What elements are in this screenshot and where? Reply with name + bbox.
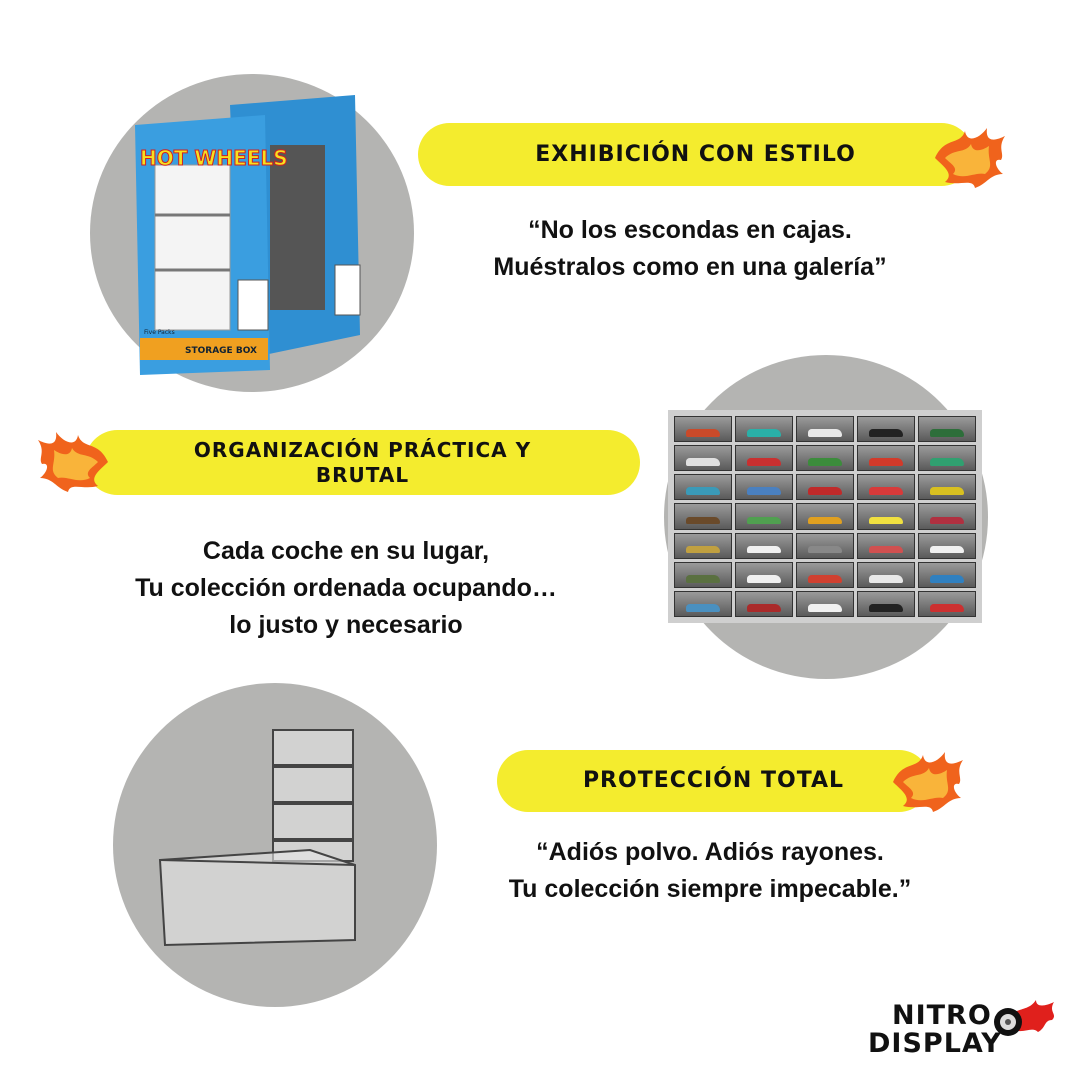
- toy-car: [747, 545, 781, 554]
- logo-line-2: DISPLAY: [868, 1028, 1002, 1059]
- flame-icon: [935, 128, 1005, 188]
- rack-slot: [857, 590, 915, 617]
- text-line: Tu colección ordenada ocupando…: [135, 574, 557, 602]
- rack-slot: [735, 532, 793, 559]
- toy-car: [686, 458, 720, 466]
- toy-car: [930, 574, 964, 583]
- toy-car: [869, 516, 903, 525]
- toy-car: [930, 429, 964, 437]
- title-line: ORGANIZACIÓN PRÁCTICA Y: [193, 437, 532, 462]
- rack-slot: [796, 561, 854, 588]
- rack-slot: [674, 590, 732, 617]
- rack-slot: [918, 590, 976, 617]
- rack-slot: [796, 532, 854, 559]
- rack-slot: [735, 590, 793, 617]
- quote-line: “No los escondas en cajas.: [528, 216, 852, 244]
- text-line: Cada coche en su lugar,: [202, 537, 490, 565]
- toy-car: [686, 516, 720, 525]
- storage-boxes-image: STORAGE BOX Five Packs HOT WHEELS: [135, 95, 361, 375]
- toy-car: [686, 487, 720, 496]
- toy-car: [930, 458, 964, 466]
- toy-car: [686, 574, 720, 583]
- section-text-2: Cada coche en su lugar, Tu colección ord…: [86, 533, 606, 644]
- rack-slot: [857, 503, 915, 530]
- rack-slot: [735, 474, 793, 501]
- flaming-tire-icon: [994, 1000, 1054, 1036]
- toy-car: [869, 574, 903, 583]
- rack-slot: [918, 532, 976, 559]
- rack-slot: [735, 561, 793, 588]
- rack-slot: [735, 445, 793, 472]
- quote-line: Muéstralos como en una galería”: [493, 253, 887, 281]
- toy-car: [747, 458, 781, 466]
- section-title-organizacion: ORGANIZACIÓN PRÁCTICA Y BRUTAL: [85, 430, 640, 495]
- toy-car: [869, 487, 903, 496]
- acrylic-cases-image: [158, 729, 356, 947]
- rack-slot: [674, 474, 732, 501]
- logo-line-1: NITRO: [892, 1000, 992, 1031]
- rack-slot: [674, 416, 732, 443]
- toy-car: [869, 458, 903, 466]
- flame-icon: [38, 432, 108, 492]
- text-line: lo justo y necesario: [229, 611, 463, 639]
- quote-line: Tu colección siempre impecable.”: [508, 875, 912, 903]
- section-quote-1: “No los escondas en cajas. Muéstralos co…: [430, 212, 950, 286]
- toy-car: [747, 516, 781, 525]
- toy-car: [808, 516, 842, 525]
- rack-slot: [918, 503, 976, 530]
- quote-line: “Adiós polvo. Adiós rayones.: [536, 838, 884, 866]
- rack-slot: [735, 503, 793, 530]
- rack-slot: [918, 561, 976, 588]
- section-quote-3: “Adiós polvo. Adiós rayones. Tu colecció…: [450, 834, 970, 908]
- rack-slot: [796, 416, 854, 443]
- rack-slot: [674, 561, 732, 588]
- toy-car: [808, 545, 842, 554]
- toy-car: [747, 429, 781, 437]
- rack-slot: [918, 445, 976, 472]
- toy-car: [747, 603, 781, 612]
- section-title-exhibicion: EXHIBICIÓN CON ESTILO: [418, 123, 973, 186]
- toy-car: [686, 603, 720, 612]
- toy-car: [869, 545, 903, 554]
- toy-car: [686, 545, 720, 554]
- rack-slot: [674, 532, 732, 559]
- toy-car: [808, 603, 842, 612]
- toy-car: [869, 603, 903, 612]
- toy-car: [930, 603, 964, 612]
- toy-car: [930, 516, 964, 525]
- rack-slot: [796, 474, 854, 501]
- rack-slot: [796, 590, 854, 617]
- storage-box-label: STORAGE BOX: [185, 346, 257, 356]
- rack-slot: [735, 416, 793, 443]
- flame-icon: [893, 752, 963, 812]
- nitro-display-logo: NITRO DISPLAY: [866, 998, 1066, 1064]
- display-rack-image: [668, 410, 982, 623]
- hot-wheels-logo: HOT WHEELS: [140, 146, 288, 170]
- toy-car: [869, 429, 903, 437]
- toy-car: [808, 487, 842, 496]
- toy-car: [808, 574, 842, 583]
- rack-slot: [918, 416, 976, 443]
- toy-car: [747, 574, 781, 583]
- rack-slot: [674, 445, 732, 472]
- rack-slot: [918, 474, 976, 501]
- title-line: BRUTAL: [315, 462, 410, 487]
- rack-slot: [857, 532, 915, 559]
- toy-car: [930, 487, 964, 496]
- toy-car: [808, 429, 842, 437]
- toy-car: [930, 545, 964, 554]
- rack-slot: [796, 503, 854, 530]
- toy-car: [808, 458, 842, 466]
- rack-slot: [857, 445, 915, 472]
- section-title-proteccion: PROTECCIÓN TOTAL: [497, 750, 930, 812]
- toy-car: [686, 429, 720, 437]
- rack-slot: [674, 503, 732, 530]
- rack-slot: [857, 561, 915, 588]
- five-packs-label: Five Packs: [144, 329, 175, 336]
- rack-slot: [796, 445, 854, 472]
- rack-slot: [857, 474, 915, 501]
- rack-slot: [857, 416, 915, 443]
- toy-car: [747, 487, 781, 496]
